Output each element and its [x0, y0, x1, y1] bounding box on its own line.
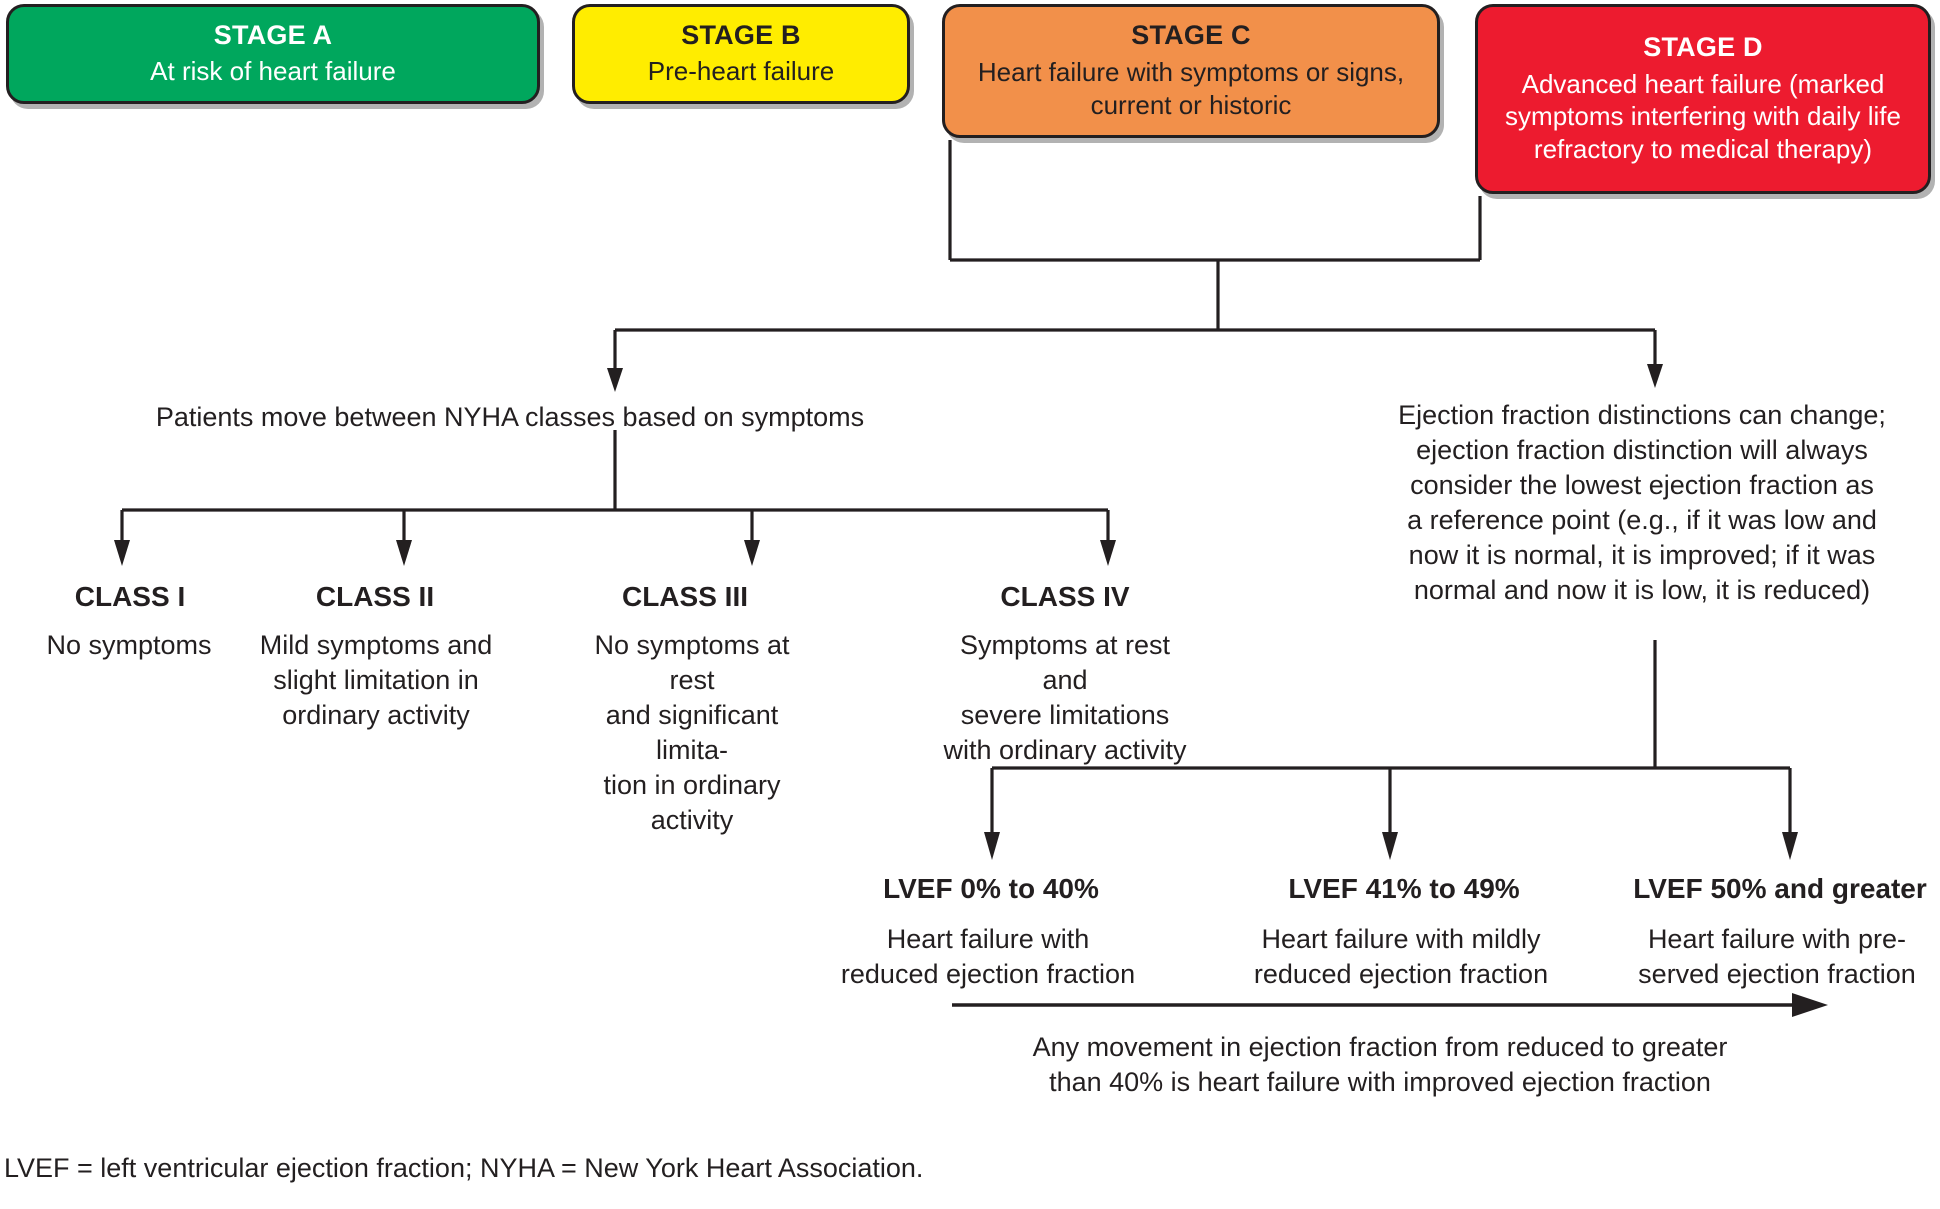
stage-b-box[interactable]: STAGE B Pre-heart failure [572, 4, 910, 104]
stage-d-box[interactable]: STAGE D Advanced heart failure (marked s… [1475, 4, 1931, 194]
stage-d-title: STAGE D [1643, 32, 1763, 63]
stage-a-box[interactable]: STAGE A At risk of heart failure [6, 4, 540, 104]
nyha-class-2-description: Mild symptoms and slight limitation in o… [259, 630, 493, 731]
nyha-class-1-description: No symptoms [46, 630, 212, 660]
stage-d-description: Advanced heart failure (marked symptoms … [1505, 68, 1901, 165]
ejection-fraction-branch-note: Ejection fraction distinctions can chang… [1398, 400, 1886, 606]
stage-b-description: Pre-heart failure [647, 56, 835, 87]
lvef-category-3-description: Heart failure with pre- served ejection … [1638, 924, 1916, 990]
nyha-class-3-description: No symptoms at rest and significant limi… [594, 630, 790, 836]
stage-a-title: STAGE A [213, 19, 333, 50]
lvef-category-1-heading: LVEF 0% to 40% [883, 873, 1099, 904]
nyha-class-2-heading: CLASS II [315, 581, 435, 612]
nyha-class-3-heading: CLASS III [621, 581, 748, 612]
nyha-branch-note: Patients move between NYHA classes based… [155, 402, 865, 432]
figure-footnote: LVEF = left ventricular ejection fractio… [4, 1153, 924, 1183]
stage-b-title: STAGE B [681, 19, 801, 50]
lvef-category-1-description: Heart failure with reduced ejection frac… [840, 924, 1136, 990]
nyha-class-4-description: Symptoms at rest and severe limitations … [943, 630, 1187, 766]
lvef-category-2-heading: LVEF 41% to 49% [1288, 873, 1520, 904]
stage-c-title: STAGE C [1131, 20, 1251, 51]
lvef-category-3-heading: LVEF 50% and greater [1633, 873, 1927, 904]
stage-c-box[interactable]: STAGE C Heart failure with symptoms or s… [942, 4, 1440, 138]
nyha-class-1-heading: CLASS I [74, 581, 186, 612]
stage-a-description: At risk of heart failure [150, 56, 396, 87]
stage-c-description: Heart failure with symptoms or signs, cu… [977, 57, 1405, 120]
lvef-category-2-description: Heart failure with mildly reduced ejecti… [1253, 924, 1549, 990]
improved-ejection-fraction-note: Any movement in ejection fraction from r… [1032, 1032, 1728, 1098]
nyha-class-4-heading: CLASS IV [1000, 581, 1130, 612]
